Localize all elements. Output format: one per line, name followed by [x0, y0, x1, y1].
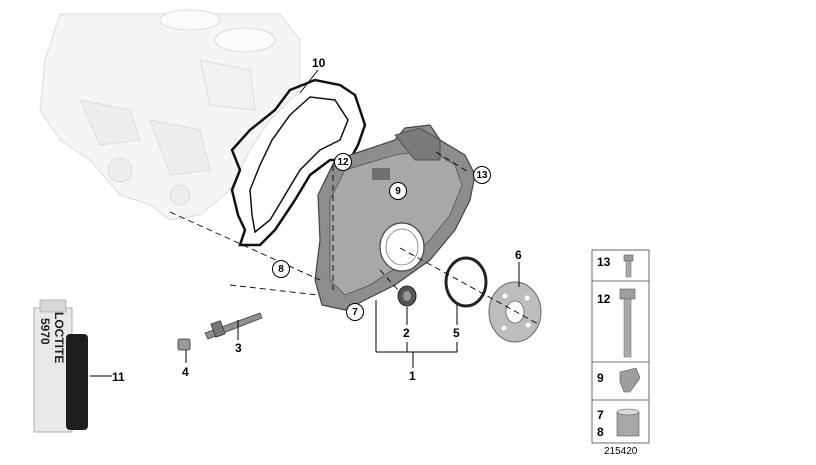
sealant-code: 5970: [38, 318, 52, 345]
engine-block: [39, 9, 301, 221]
parts-legend-table: [591, 249, 650, 444]
callout-2: 2: [403, 326, 410, 340]
sealant-label: LOCTITE 5970: [0, 312, 66, 372]
legend-12: 12: [597, 292, 611, 306]
seal-ring-2: [397, 285, 417, 307]
legend-9: 9: [597, 371, 604, 385]
callout-12-circle: 12: [334, 153, 352, 171]
sealant-brand: LOCTITE: [52, 312, 66, 364]
bolt-13-icon: [623, 254, 634, 278]
legend-8: 8: [597, 425, 604, 439]
callout-13-circle: 13: [473, 166, 491, 184]
sleeve-7-8-icon: [616, 408, 640, 437]
callout-1: 1: [409, 369, 416, 383]
o-ring-5: [444, 256, 488, 308]
plug-4: [177, 338, 191, 351]
callout-4: 4: [182, 365, 189, 379]
callout-8-circle: 8: [272, 260, 290, 278]
diagram-id-number: 215420: [604, 446, 638, 457]
callout-7-circle: 7: [346, 303, 364, 321]
callout-5: 5: [453, 326, 460, 340]
legend-13: 13: [597, 255, 611, 269]
sensor-wheel-6: [488, 281, 542, 343]
leader-lines: [169, 151, 541, 326]
gasket-10: [230, 78, 367, 247]
callout-lines: [90, 69, 520, 377]
callout-3: 3: [235, 341, 242, 355]
sealant-tube-11: [33, 299, 88, 433]
fitting-9-icon: [619, 367, 641, 393]
bolt-12-icon: [619, 288, 636, 358]
legend-7: 7: [597, 408, 604, 422]
callout-10: 10: [312, 56, 326, 70]
callout-11: 11: [112, 370, 125, 384]
callout-9-circle: 9: [389, 182, 407, 200]
timing-cover: [314, 124, 476, 311]
sensor-3: [204, 312, 263, 340]
callout-6: 6: [515, 248, 522, 262]
